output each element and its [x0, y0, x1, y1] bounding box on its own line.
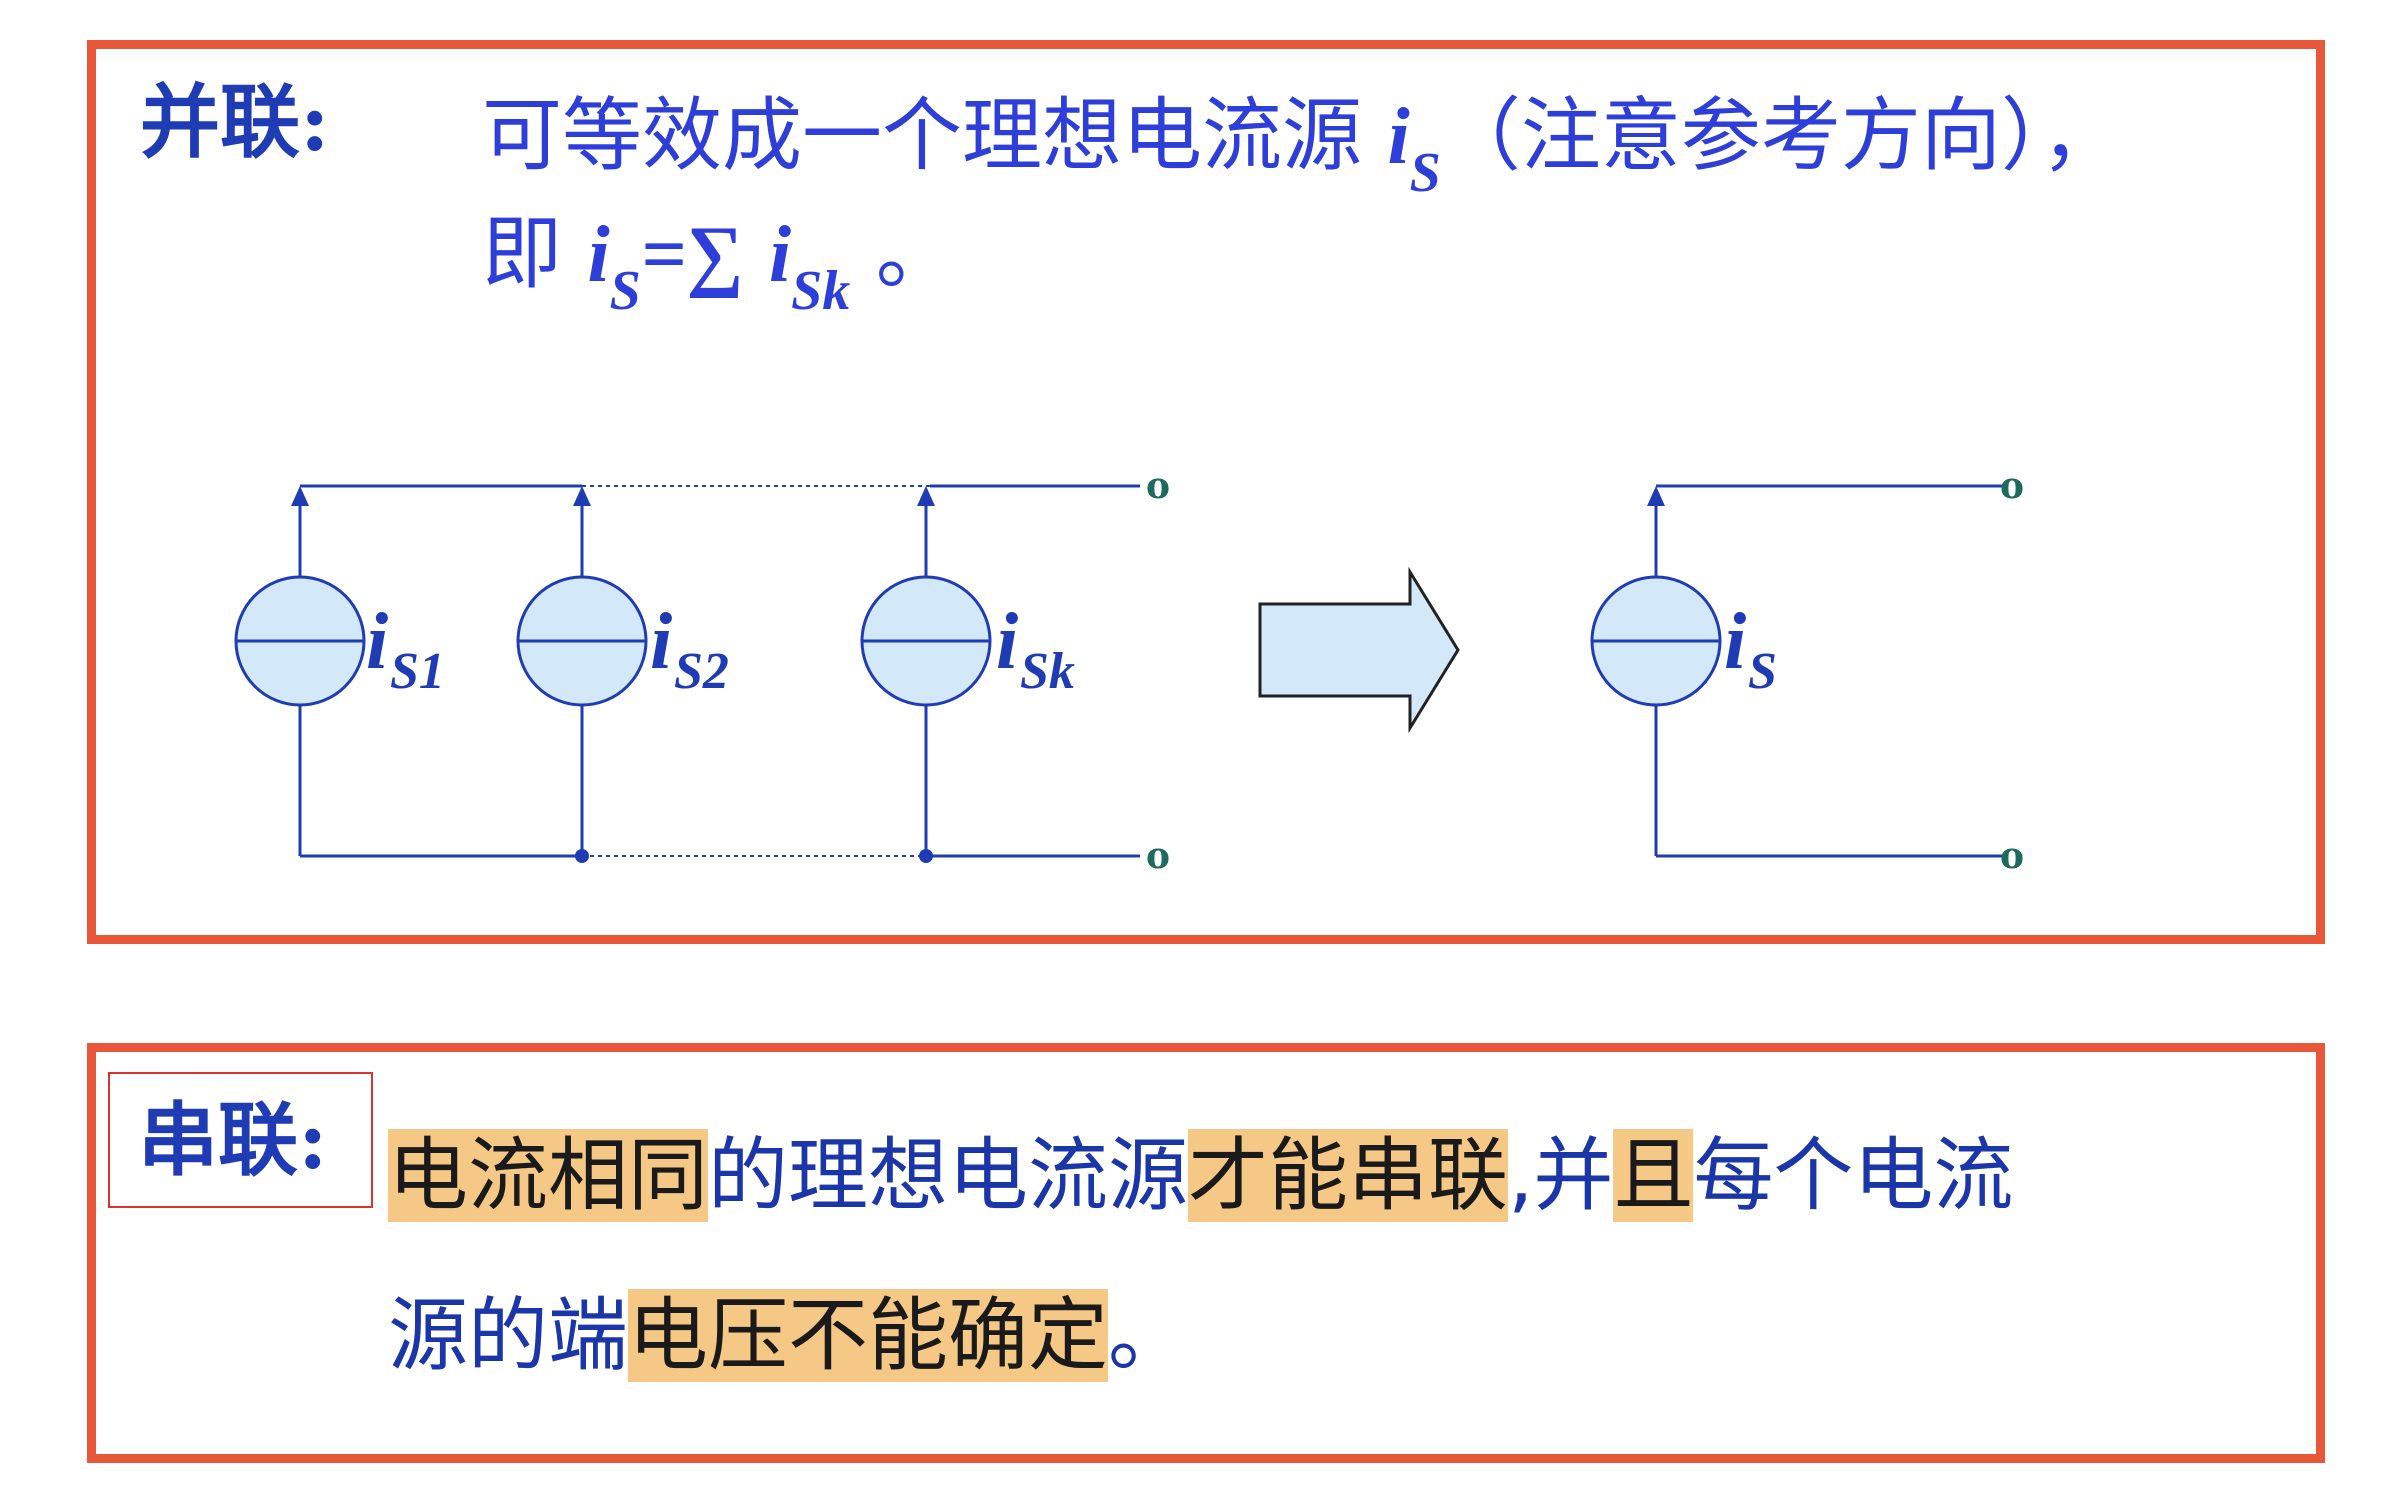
terminal-top-right: o [2000, 465, 2024, 507]
seg: 且 [1613, 1129, 1694, 1222]
is2-main: i [587, 211, 610, 299]
parallel-wires [300, 484, 1140, 858]
source-2-label-main: i [650, 598, 672, 686]
isk-symbol: iSk [768, 211, 850, 319]
equivalent-label-main: i [1724, 598, 1746, 686]
arrow-up-icon [291, 486, 309, 506]
is-symbol: iS [1387, 93, 1440, 201]
source-2: i S2 [516, 486, 729, 863]
source-1: i S1 [234, 486, 445, 856]
equivalent-source: i S o o [1590, 465, 2024, 877]
series-line-2: 源的端电压不能确定。 [388, 1289, 1188, 1382]
seg: 电流相同 [388, 1129, 708, 1222]
seg: ,并 [1508, 1129, 1614, 1222]
series-heading: 串联: [138, 1093, 328, 1187]
equivalent-label-sub: S [1748, 643, 1777, 700]
arrow-up-icon [1647, 486, 1665, 506]
seg: 的理想电流源 [708, 1129, 1188, 1222]
isk-main: i [768, 211, 792, 299]
junction-dot [575, 849, 589, 863]
is-main: i [1387, 93, 1410, 181]
source-k-label-sub: Sk [1020, 643, 1075, 700]
terminal-top-left: o [1146, 465, 1170, 507]
seg: 。 [1108, 1289, 1188, 1382]
seg: 每个电流 [1693, 1129, 2014, 1222]
sum-sign: =∑ [640, 211, 744, 299]
source-k-label-main: i [996, 598, 1018, 686]
arrow-up-icon [573, 486, 591, 506]
source-1-label-main: i [366, 598, 388, 686]
source-2-label-sub: S2 [674, 643, 729, 700]
isk-sub: Sk [791, 260, 851, 322]
is2-sub: S [609, 260, 641, 322]
arrow-up-icon [917, 486, 935, 506]
series-heading-box [108, 1072, 373, 1208]
seg: 电压不能确定 [628, 1289, 1108, 1382]
dotted-wires [582, 485, 930, 857]
parallel-heading: 并联: [140, 75, 330, 169]
series-frame [87, 1043, 2325, 1463]
equivalence-arrow-icon [1258, 566, 1460, 734]
line2-prefix: 即 [482, 207, 562, 300]
source-k: i Sk [860, 486, 1075, 863]
is-symbol-2: iS [587, 211, 640, 319]
seg: 才能串联 [1188, 1129, 1508, 1222]
parallel-line-2: 即 iS=∑ iSk 。 [482, 214, 956, 320]
seg: 源的端 [388, 1289, 628, 1382]
line1-text: 可等效成一个理想电流源 [482, 89, 1362, 182]
series-line-1: 电流相同的理想电流源才能串联,并且每个电流 [388, 1129, 2013, 1222]
source-1-label-sub: S1 [390, 643, 445, 700]
parallel-line-1: 可等效成一个理想电流源 iS（注意参考方向）， [482, 96, 2121, 202]
line1-tail: （注意参考方向）， [1440, 89, 2121, 182]
terminal-bottom-left: o [1146, 835, 1170, 877]
junction-dot [919, 849, 933, 863]
is-sub: S [1409, 142, 1441, 204]
line2-tail: 。 [875, 207, 956, 300]
terminal-bottom-right: o [2000, 835, 2024, 877]
parallel-frame [87, 40, 2325, 944]
